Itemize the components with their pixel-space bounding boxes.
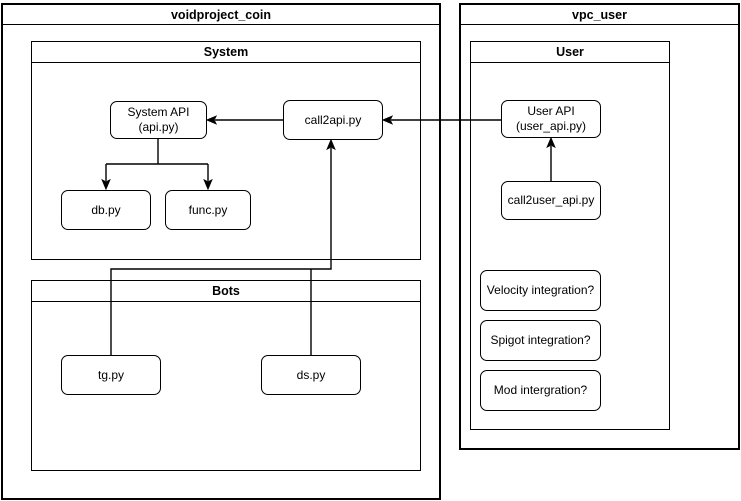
node-velocity-integration-label: Velocity integration?: [486, 283, 595, 297]
node-db[interactable]: db.py: [61, 190, 151, 230]
node-db-label: db.py: [91, 202, 121, 217]
node-system-api[interactable]: System API (api.py): [110, 101, 207, 139]
node-system-api-label-line2: (api.py): [138, 120, 179, 134]
node-mod-integration[interactable]: Mod intergration?: [480, 370, 601, 411]
node-tg[interactable]: tg.py: [61, 355, 161, 395]
container-system-title: System: [32, 42, 420, 63]
node-func[interactable]: func.py: [165, 190, 251, 230]
container-bots-title: Bots: [32, 281, 420, 302]
node-spigot-integration[interactable]: Spigot integration?: [480, 320, 601, 361]
node-user-api-label-line2: (user_api.py): [515, 119, 587, 133]
node-func-label: func.py: [188, 202, 228, 217]
node-call2user-api[interactable]: call2user_api.py: [501, 181, 601, 220]
node-user-api-label-line1: User API: [527, 104, 575, 118]
node-ds-label: ds.py: [296, 367, 326, 382]
node-call2user-api-label: call2user_api.py: [507, 193, 595, 207]
container-voidproject-coin-title: voidproject_coin: [3, 5, 439, 25]
node-ds[interactable]: ds.py: [261, 355, 361, 395]
node-velocity-integration[interactable]: Velocity integration?: [480, 270, 601, 311]
node-call2api-label: call2api.py: [304, 112, 362, 127]
node-spigot-integration-label: Spigot integration?: [490, 333, 591, 347]
node-call2api[interactable]: call2api.py: [283, 100, 383, 140]
node-user-api[interactable]: User API (user_api.py): [501, 100, 601, 138]
node-system-api-label-line1: System API: [127, 105, 190, 119]
container-user-title: User: [471, 42, 669, 63]
node-mod-integration-label: Mod intergration?: [493, 383, 588, 397]
node-tg-label: tg.py: [97, 367, 124, 382]
container-vpc-user-title: vpc_user: [461, 5, 738, 25]
